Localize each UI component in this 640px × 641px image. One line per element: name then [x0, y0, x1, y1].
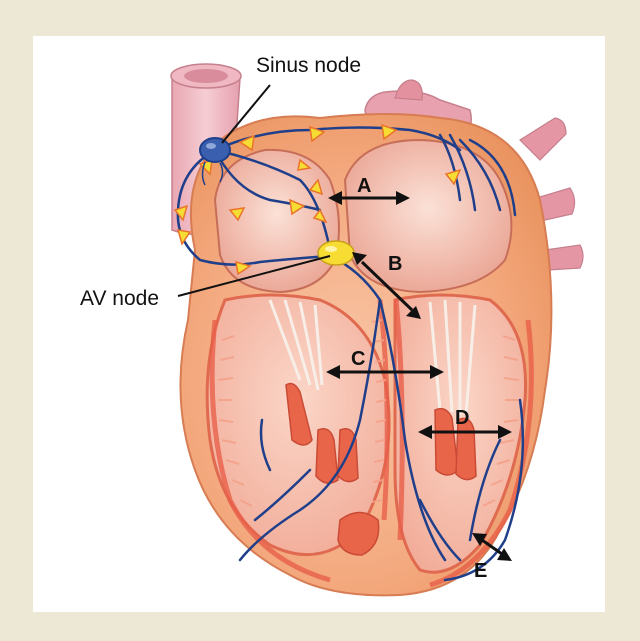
- av-node-label: AV node: [80, 287, 159, 310]
- av-node: [318, 241, 354, 265]
- letter-b: B: [388, 253, 402, 275]
- letter-d: D: [455, 407, 469, 429]
- sinus-node-label: Sinus node: [256, 54, 361, 77]
- letter-e: E: [474, 560, 487, 582]
- letter-c: C: [351, 348, 365, 370]
- arrowhead-7: [178, 230, 190, 244]
- letter-a: A: [357, 175, 371, 197]
